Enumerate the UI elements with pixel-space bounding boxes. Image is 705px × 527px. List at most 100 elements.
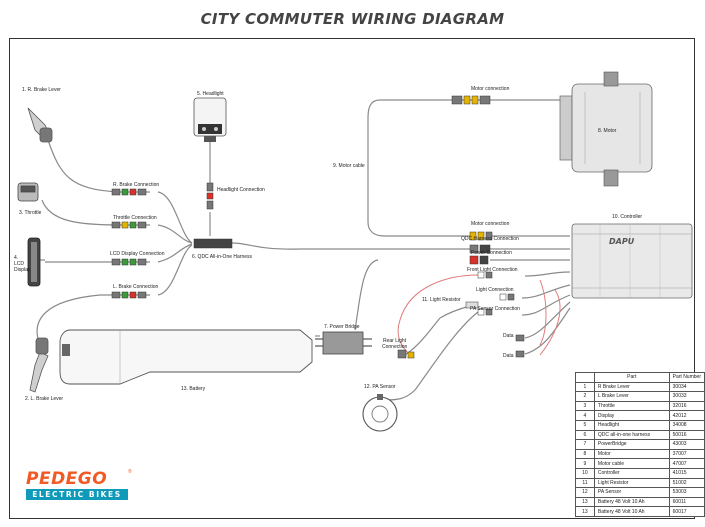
connectors (111, 95, 525, 359)
row-part: Throttle (593, 400, 670, 412)
row-number: 13 (575, 496, 595, 508)
diagram-title: CITY COMMUTER WIRING DIAGRAM (200, 10, 505, 28)
controller-brand: DAPU (609, 237, 635, 246)
row-part-number: 60017 (668, 506, 705, 517)
l-brake-cable (36, 294, 150, 346)
label-throttle-connection: Throttle Connection (113, 215, 157, 221)
row-number: 6 (575, 429, 595, 441)
label-rear-light-connection-a: Rear Light (383, 338, 407, 344)
label-r-brake-lever: 1. R. Brake Lever (22, 87, 61, 93)
label-pa-sensor-connection: PA Sensor Connection (470, 306, 520, 312)
pedego-logo: PEDEGO ® ELECTRIC BIKES (26, 469, 136, 504)
row-part: PA Sensor (593, 487, 670, 498)
row-part: Controller (593, 467, 670, 479)
parts-header-n (575, 372, 595, 383)
row-number: 8 (575, 448, 595, 460)
row-part-number: 51002 (668, 477, 705, 489)
motor-cable (367, 99, 560, 237)
row-number: 10 (575, 467, 595, 479)
row-number: 3 (575, 400, 595, 412)
row-part: L Brake Lever (593, 391, 670, 402)
label-r-brake-connection: R. Brake Connection (113, 182, 159, 188)
row-number: 1 (575, 381, 595, 393)
label-power-bridge: 7. Power Bridge (324, 324, 360, 330)
row-part-number: 30033 (668, 391, 705, 402)
harness-cable (231, 242, 470, 250)
label-light-resistor: 11. Light Resistor (422, 297, 461, 303)
label-headlight: 5. Headlight (197, 91, 224, 97)
label-power-connection: Power Connection (471, 250, 512, 256)
logo-subtitle: ELECTRIC BIKES (26, 489, 128, 500)
label-lcd-display-lcd: LCD (14, 261, 24, 267)
red-wires (397, 274, 561, 356)
row-part-number: 30034 (668, 381, 705, 393)
throttle-cable (41, 199, 150, 226)
label-controller: 10. Controller (612, 214, 642, 220)
pa-sensor-cable (384, 311, 479, 401)
row-part-number: 32016 (668, 400, 705, 412)
row-number: 7 (575, 439, 595, 450)
logo-word: PEDEGO (26, 469, 108, 489)
label-data-2: Data (503, 353, 514, 359)
row-part-number: 41015 (668, 467, 705, 479)
row-part: PowerBridge (593, 439, 670, 450)
label-lcd-display-connection: LCD Display Connection (110, 251, 165, 257)
label-lcd-display-num: 4. (14, 255, 18, 261)
row-part-number: 60011 (668, 496, 705, 508)
row-number: 9 (575, 458, 595, 469)
row-part-number: 37007 (668, 448, 705, 460)
row-part-number: 50016 (668, 429, 705, 441)
parts-header-number: Part Number (668, 372, 705, 383)
throttle-icon (17, 182, 39, 202)
row-part-number: 43003 (668, 439, 705, 450)
label-data-1: Data (503, 333, 514, 339)
power-bridge-icon (315, 331, 372, 355)
row-number: 2 (575, 391, 595, 402)
pa-sensor-icon (362, 394, 398, 432)
logo-registered-mark: ® (128, 469, 132, 475)
row-number: 5 (575, 419, 595, 431)
row-part-number: 47007 (668, 458, 705, 469)
row-part: R Brake Lever (593, 381, 670, 393)
label-throttle: 3. Throttle (19, 210, 42, 216)
parts-table-header: Part Part Number (575, 372, 705, 383)
row-part: QDC all-in-one harness (593, 429, 670, 441)
row-part: Motor cable (593, 458, 670, 469)
parts-header-part: Part (593, 372, 670, 383)
label-l-brake-lever: 2. L. Brake Lever (25, 396, 63, 402)
row-part: Light Resistor (593, 477, 670, 489)
headlight-icon (193, 97, 227, 142)
row-part: Battery 48 Volt 10 Ah (593, 506, 670, 517)
row-number: 4 (575, 410, 595, 421)
row-part-number: 34008 (668, 419, 705, 431)
row-part-number: 42012 (668, 410, 705, 421)
lcd-display-icon (27, 237, 41, 287)
row-part: Motor (593, 448, 670, 460)
label-qdc-harness-connection: QDC Harness Connection (461, 236, 519, 242)
label-motor-connection: Motor connection (471, 221, 510, 227)
label-motor-connection-top: Motor connection (471, 86, 510, 92)
row-part: Battery 48 Volt 10 Ah (593, 496, 670, 508)
row-part: Display (593, 410, 670, 421)
r-brake-lever-icon (27, 107, 53, 143)
motor-icon (559, 71, 653, 187)
row-number: 11 (575, 477, 595, 489)
label-light-connection: Light Connection (476, 287, 514, 293)
row-part: Headlight (593, 419, 670, 431)
label-motor: 8. Motor (598, 128, 617, 134)
wires (36, 99, 571, 401)
row-number: 13 (575, 506, 595, 517)
